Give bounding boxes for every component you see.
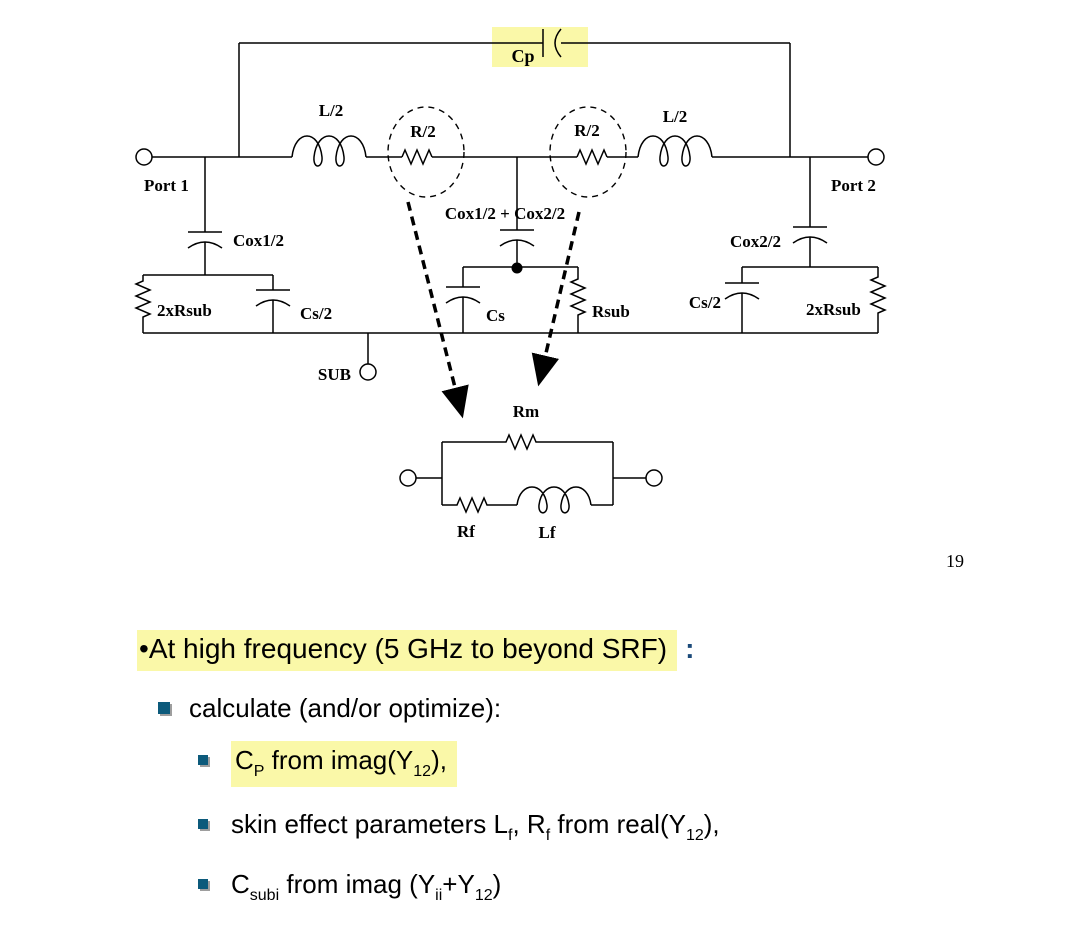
cox2-branch <box>792 157 828 267</box>
item3-sub-f1: f <box>508 827 513 844</box>
item3-sub-f2: f <box>545 827 551 844</box>
port1-terminal <box>135 148 153 166</box>
label-r2-left: R/2 <box>410 122 436 141</box>
item4-text: from imag (Y <box>279 869 436 899</box>
heading-bullet: • <box>139 633 149 664</box>
item3-text: ), <box>703 809 720 839</box>
square-bullet-icon <box>198 879 208 889</box>
label-rf: Rf <box>457 522 475 541</box>
item4-text: ) <box>492 869 502 899</box>
heading-line: •At high frequency (5 GHz to beyond SRF)… <box>137 630 695 671</box>
resistor-rsub <box>569 267 587 333</box>
page-number: 19 <box>946 551 964 571</box>
item3-text: skin effect parameters L <box>231 809 508 839</box>
zoom-arrow-right <box>531 211 581 387</box>
subckt-left-terminal <box>399 469 417 487</box>
node-dot <box>511 262 523 274</box>
label-r2-right: R/2 <box>574 121 600 140</box>
heading-text: At high frequency (5 GHz to beyond SRF) <box>148 633 668 664</box>
resistor-2xrsub-left <box>134 275 152 333</box>
item2-text: from imag(Y <box>264 745 414 775</box>
resistor-2xrsub-right <box>869 267 887 333</box>
cp-wire <box>238 42 791 157</box>
square-bullet-icon <box>198 819 208 829</box>
label-port1: Port 1 <box>144 176 189 195</box>
label-l2-right: L/2 <box>663 107 688 126</box>
label-cs2-left: Cs/2 <box>300 304 332 323</box>
item3-text: from real(Y <box>550 809 686 839</box>
label-cox2: Cox2/2 <box>730 232 781 251</box>
cap-cs <box>445 267 481 333</box>
cox1-branch <box>187 157 223 275</box>
square-bullet-icon <box>158 702 170 714</box>
circuit-diagram: Cp L/2 R/2 R/2 L/2 Port 1 Port 2 Cox1/2 … <box>134 27 887 542</box>
r2-right-dashed-circle <box>549 106 627 198</box>
coxmid-branch <box>499 157 535 267</box>
item4-text: C <box>231 869 250 899</box>
item2-text: C <box>235 745 254 775</box>
bullet-line-calculate: calculate (and/or optimize): <box>158 693 501 724</box>
label-lf: Lf <box>539 523 556 542</box>
heading-colon: : <box>685 633 695 664</box>
port2-terminal <box>867 148 885 166</box>
item1-text: calculate (and/or optimize): <box>189 693 502 723</box>
bullet-line-skin-effect: skin effect parameters Lf, Rf from real(… <box>198 809 720 845</box>
item3-sub-12: 12 <box>685 827 704 844</box>
subckt-right-terminal <box>645 469 663 487</box>
subckt-sides <box>441 442 614 505</box>
sub-terminal <box>359 363 377 381</box>
subckt-bottom-rf <box>442 496 517 514</box>
item4-sub-ii: ii <box>435 887 443 904</box>
label-cox-mid: Cox1/2 + Cox2/2 <box>445 204 565 223</box>
item2-text: ), <box>431 745 447 775</box>
item3-text: , R <box>512 809 546 839</box>
bullet-line-cp: CP from imag(Y12), <box>198 741 457 787</box>
label-2xrsub-left: 2xRsub <box>157 301 212 320</box>
item4-text: +Y <box>442 869 475 899</box>
square-bullet-icon <box>198 755 208 765</box>
bullet-line-csubi: Csubi from imag (Yii+Y12) <box>198 869 501 905</box>
r2-left-dashed-circle <box>387 106 465 198</box>
label-port2: Port 2 <box>831 176 876 195</box>
item2-sub-p: P <box>253 763 265 780</box>
item2-highlight: CP from imag(Y12), <box>231 741 457 787</box>
cap-cs2-right <box>724 267 760 333</box>
resistor-r2-right <box>576 148 608 166</box>
wires <box>134 28 887 514</box>
label-2xrsub-right: 2xRsub <box>806 300 861 319</box>
cp-capacitor-curve <box>554 28 562 58</box>
heading-highlight: •At high frequency (5 GHz to beyond SRF) <box>137 630 678 671</box>
label-cs2-right: Cs/2 <box>689 293 721 312</box>
subckt-bottom-lf <box>516 486 613 514</box>
item4-sub-12: 12 <box>474 887 493 904</box>
inductor-right <box>637 135 713 167</box>
item4-sub-subi: subi <box>249 887 280 904</box>
cp-highlight <box>492 27 588 67</box>
subckt-top-rm <box>442 433 613 451</box>
label-rsub: Rsub <box>592 302 630 321</box>
label-l2-left: L/2 <box>319 101 344 120</box>
label-cp: Cp <box>511 46 534 66</box>
resistor-r2-left <box>401 148 433 166</box>
zoom-arrow-left <box>406 201 469 419</box>
item2-sub-12: 12 <box>413 763 432 780</box>
cap-cs2-left <box>255 275 291 333</box>
label-cs: Cs <box>486 306 505 325</box>
label-rm: Rm <box>513 402 539 421</box>
inductor-left <box>291 135 367 167</box>
label-cox1: Cox1/2 <box>233 231 284 250</box>
label-sub: SUB <box>318 365 351 384</box>
